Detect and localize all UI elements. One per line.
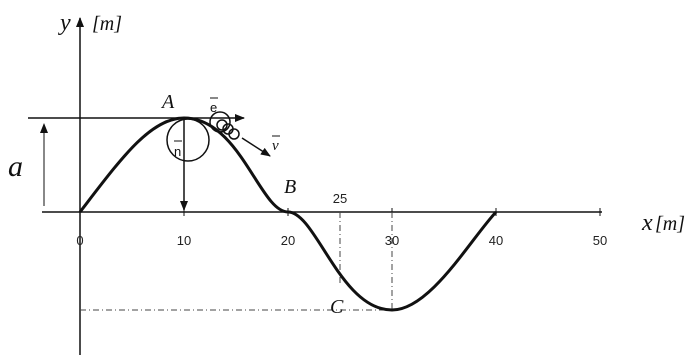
velocity-arrow bbox=[241, 137, 271, 157]
x-tick-label: 20 bbox=[281, 233, 295, 248]
rolling-circle bbox=[209, 111, 231, 133]
x-axis-variable: x bbox=[641, 210, 653, 236]
y-axis-variable: y bbox=[58, 10, 71, 36]
trajectory-curve bbox=[78, 116, 498, 312]
x-axis-unit: [m] bbox=[655, 213, 685, 235]
rolling-circle bbox=[216, 119, 228, 131]
rolling-circle bbox=[228, 128, 240, 140]
point-b-label: B bbox=[284, 176, 296, 198]
tangent-unit-label: e bbox=[210, 100, 217, 115]
x-tick-label: 40 bbox=[489, 233, 503, 248]
x-tick-label: 0 bbox=[76, 233, 83, 248]
normal-unit-label: n bbox=[174, 144, 181, 159]
velocity-label: v bbox=[272, 138, 279, 154]
point-a-label: A bbox=[160, 91, 175, 113]
tick-label-25: 25 bbox=[333, 191, 347, 206]
curvature-circle bbox=[166, 118, 210, 162]
point-c-label: C bbox=[330, 296, 344, 318]
x-tick-label: 10 bbox=[177, 233, 191, 248]
x-tick-label: 50 bbox=[593, 233, 607, 248]
y-axis-unit: [m] bbox=[92, 13, 122, 35]
amplitude-label: a bbox=[8, 150, 23, 183]
